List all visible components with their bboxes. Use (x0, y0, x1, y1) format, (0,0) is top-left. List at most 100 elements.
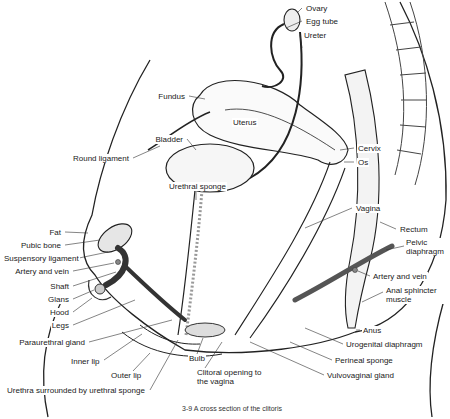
part-label: Suspensory ligament (3, 254, 80, 263)
part-label: Egg tube (305, 17, 339, 26)
spine (410, 2, 426, 185)
leader-lines (362, 292, 383, 302)
leader-lines (104, 334, 142, 360)
spine (385, 2, 427, 185)
labia (122, 325, 222, 356)
part-label: Clitoral opening to the vagina (196, 368, 264, 386)
urethra (178, 190, 202, 335)
leader-lines (358, 271, 370, 276)
vagina (250, 168, 345, 338)
leader-lines (73, 263, 114, 271)
labia (140, 325, 200, 344)
rectum (345, 70, 379, 328)
part-label: Paraurethral gland (18, 338, 86, 347)
part-label: Urethra surrounded by urethral sponge (6, 386, 146, 395)
pubic-bone (93, 218, 137, 258)
part-label: Hood (49, 308, 70, 317)
part-label: Round ligament (72, 154, 130, 163)
part-label: Os (357, 158, 369, 167)
leader-lines (73, 290, 94, 299)
leader-lines (150, 340, 178, 390)
part-label: Rectum (399, 225, 429, 234)
ovary-tube-ureter (250, 32, 302, 178)
part-label: Legs (51, 321, 70, 330)
leader-lines (73, 298, 92, 312)
leader-lines (189, 96, 205, 99)
leader-lines (79, 252, 108, 258)
part-label: Pelvic diaphragm (405, 238, 447, 256)
part-label: Inner lip (70, 357, 100, 366)
leader-lines (344, 162, 354, 163)
vagina (235, 162, 330, 335)
leader-lines (65, 232, 88, 233)
uterus (225, 109, 335, 150)
figure-caption: 3-9 A cross section of the clitoris (182, 405, 282, 413)
leader-lines (340, 148, 354, 150)
leader-lines (356, 330, 360, 331)
vagina (235, 162, 345, 338)
leader-lines (133, 146, 160, 158)
leader-lines (65, 240, 100, 245)
part-label: Urogenital diaphragm (345, 340, 424, 349)
leader-lines (187, 139, 196, 150)
part-label: Artery and vein (372, 272, 428, 281)
urethra (178, 190, 195, 335)
part-label: Bulb (188, 354, 206, 363)
pubic-bone (93, 218, 137, 258)
leader-lines (205, 342, 222, 368)
clitoris (89, 248, 358, 337)
leader-lines (196, 192, 197, 200)
body-outline (83, 60, 355, 353)
body-outline (44, 300, 62, 417)
bladder (166, 144, 254, 192)
body-outline (430, 300, 444, 417)
part-label: Pubic bone (20, 241, 62, 250)
part-label: Shaft (49, 282, 70, 291)
leader-lines (297, 8, 302, 13)
part-label: Perineal sponge (334, 356, 394, 365)
rectum (345, 70, 379, 328)
part-label: Anus (362, 326, 382, 335)
labia (122, 332, 222, 356)
part-label: Fat (48, 228, 62, 237)
part-label: Cervix (357, 144, 382, 153)
leader-lines (286, 21, 302, 28)
part-label: Anal sphincter muscle (385, 286, 445, 304)
clitoris (89, 280, 111, 300)
ovary-tube-ureter (262, 24, 284, 87)
leader-lines (89, 320, 172, 342)
part-label: Glans (47, 295, 70, 304)
clitoris (116, 260, 121, 265)
leader-lines (305, 328, 343, 344)
part-label: Fundus (157, 92, 186, 101)
clitoris (185, 323, 225, 337)
part-label: Vagina (355, 204, 381, 213)
urethra (186, 190, 202, 335)
spine (385, 2, 404, 175)
part-label: Ureter (303, 31, 327, 40)
leader-lines (197, 338, 203, 354)
clitoris (95, 284, 105, 294)
part-label: Uterus (232, 118, 258, 127)
clitoris (353, 268, 358, 273)
leader-lines (300, 35, 302, 48)
bladder (166, 144, 254, 192)
spine (390, 22, 427, 154)
body-outline (44, 2, 447, 417)
leader-lines (65, 8, 404, 390)
leader-lines (380, 222, 396, 229)
clitoris (106, 248, 126, 285)
part-label: Ovary (305, 4, 328, 13)
leader-lines (133, 353, 150, 371)
leader-lines (305, 208, 352, 228)
part-label: Artery and vein (14, 267, 70, 276)
leader-lines (73, 300, 135, 325)
leader-lines (290, 342, 332, 360)
part-label: Bladder (154, 135, 184, 144)
leader-lines (73, 272, 116, 286)
clitoris (125, 266, 185, 320)
part-label: Outer lip (110, 371, 142, 380)
part-label: Vulvovaginal gland (326, 371, 395, 380)
part-label: Urethral sponge (168, 182, 227, 191)
leader-lines (386, 246, 404, 250)
